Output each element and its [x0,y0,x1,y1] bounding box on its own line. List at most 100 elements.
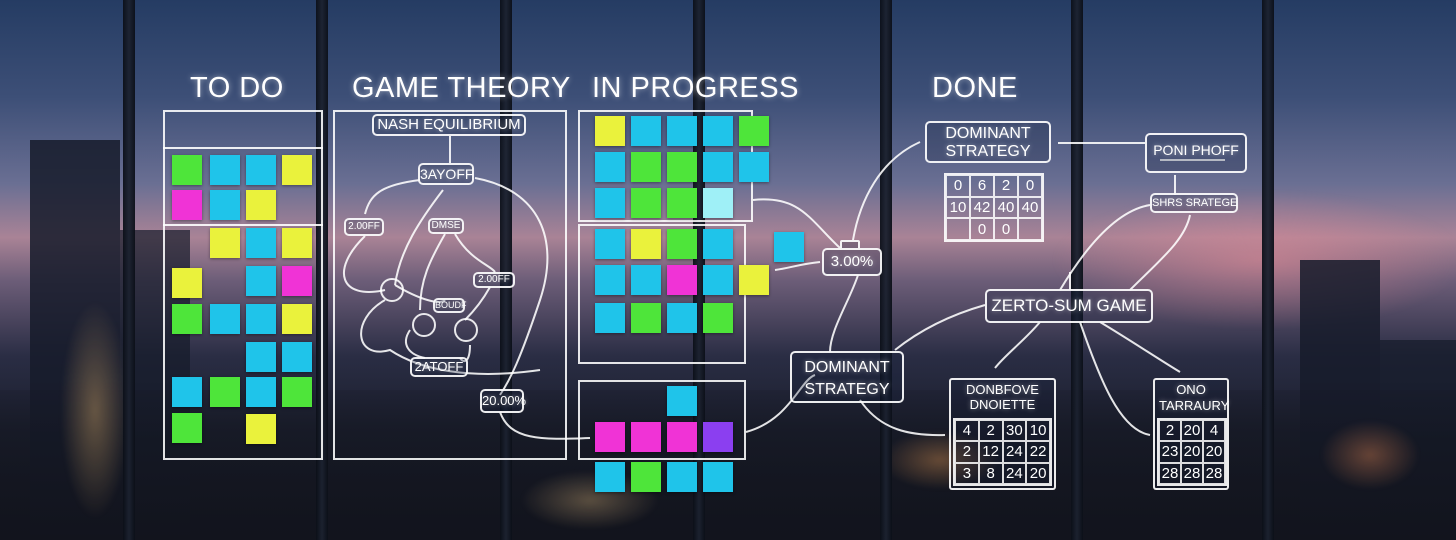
payoff-node[interactable]: 3AYOFF [418,163,474,185]
sticky-note[interactable] [739,116,769,146]
sticky-note[interactable] [282,228,312,258]
sticky-note[interactable] [631,116,661,146]
sticky-note[interactable] [282,266,312,296]
in-progress-bottom [578,380,746,460]
sticky-note[interactable] [631,303,661,333]
sticky-note[interactable] [667,116,697,146]
matrix-cell: 30 [1002,420,1027,442]
matrix-cell: 20 [1203,441,1225,463]
sticky-note[interactable] [210,304,240,334]
sticky-note[interactable] [246,304,276,334]
matrix-cell: 10 [946,196,970,219]
sticky-note[interactable] [210,190,240,220]
nash-equilibrium-box[interactable]: NASH EQUILIBRIUM [372,114,526,136]
connector-line [829,274,859,353]
sticky-note[interactable] [282,155,312,185]
sticky-note[interactable] [667,386,697,416]
sticky-note[interactable] [172,155,202,185]
sticky-note[interactable] [631,422,661,452]
sticky-note[interactable] [631,229,661,259]
sticky-note[interactable] [246,266,276,296]
matrix-cell: 42 [970,196,994,219]
sticky-note[interactable] [703,116,733,146]
sticky-note[interactable] [282,342,312,372]
table-title: DONBFOVE DNOIETTE [966,382,1039,412]
sticky-note[interactable] [667,152,697,182]
sticky-note[interactable] [172,304,202,334]
todo-column [163,110,323,460]
dominant-strategy-box[interactable]: DOMINANT STRATEGY [790,351,904,403]
sticky-note[interactable] [210,155,240,185]
sticky-note[interactable] [595,462,625,492]
sticky-note[interactable] [595,303,625,333]
sticky-note[interactable] [703,303,733,333]
sticky-note[interactable] [595,152,625,182]
sticky-note[interactable] [246,414,276,444]
todo-divider [163,224,323,226]
sticky-note[interactable] [595,265,625,295]
sticky-note[interactable] [172,268,202,298]
payoff-node[interactable]: 2.00FF [473,272,515,288]
sticky-note[interactable] [703,265,733,295]
sticky-note[interactable] [774,232,804,262]
sticky-note[interactable] [667,265,697,295]
connector-line [405,329,426,359]
matrix-cell: 20 [1181,441,1203,463]
window-lights [60,300,130,520]
matrix-cell: 0 [1018,175,1042,197]
sticky-note[interactable] [172,377,202,407]
sticky-note[interactable] [282,377,312,407]
payoff-node[interactable]: DMSE [428,218,464,234]
matrix-cell: 24 [1002,441,1027,463]
payoff-node[interactable]: 2.00FF [344,218,384,236]
bokeh-light [1320,420,1420,490]
payoff-node[interactable]: 2ATOFF [410,357,468,377]
sticky-note[interactable] [246,377,276,407]
table-title: ONO TARRAURY [1159,382,1230,413]
sticky-note[interactable] [210,228,240,258]
sticky-note[interactable] [631,462,661,492]
percent-node[interactable]: 20.00% [480,389,526,413]
sticky-note[interactable] [667,462,697,492]
sticky-note[interactable] [595,229,625,259]
sticky-note[interactable] [703,229,733,259]
zero-sum-game-box[interactable]: ZERTO-SUM GAME [985,289,1153,323]
sticky-note[interactable] [631,265,661,295]
strategy-box[interactable]: SHRS SRATEGE [1150,193,1238,213]
sticky-note[interactable] [703,152,733,182]
matrix-cell: 3 [955,462,979,484]
sticky-note[interactable] [246,342,276,372]
matrix-cell: 6 [970,175,994,197]
sticky-note[interactable] [631,152,661,182]
sticky-note[interactable] [667,188,697,218]
sticky-note[interactable] [595,422,625,452]
sticky-note[interactable] [282,304,312,334]
sticky-note[interactable] [703,422,733,452]
payoff-box[interactable]: PONI PHOFF [1145,133,1247,173]
window-mullion [1071,0,1083,540]
sticky-note[interactable] [172,190,202,220]
percent-node[interactable]: 3.00% [822,248,882,276]
sticky-note[interactable] [246,228,276,258]
sticky-note[interactable] [595,116,625,146]
sticky-note[interactable] [703,188,733,218]
dominant-strategy-box[interactable]: DOMINANT STRATEGY [925,121,1051,163]
sticky-note[interactable] [246,190,276,220]
sticky-note[interactable] [667,229,697,259]
payoff-node[interactable]: BOUDF [433,298,467,313]
sticky-note[interactable] [739,152,769,182]
matrix-cell: 28 [1181,462,1203,484]
sticky-note[interactable] [210,377,240,407]
matrix-cell: 28 [1203,462,1225,484]
sticky-note[interactable] [172,413,202,443]
sticky-note[interactable] [246,155,276,185]
sticky-note[interactable] [631,188,661,218]
sticky-note[interactable] [667,422,697,452]
bokeh-light [880,430,1000,490]
sticky-note[interactable] [595,188,625,218]
sticky-note[interactable] [739,265,769,295]
sticky-note[interactable] [703,462,733,492]
sticky-note[interactable] [667,303,697,333]
